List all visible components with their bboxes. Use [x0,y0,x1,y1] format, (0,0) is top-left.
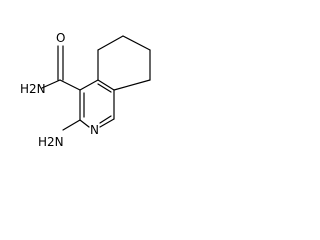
structure-canvas: O H2N H2N N [0,0,199,155]
ring-nitrogen-label: N [90,123,99,137]
bond-c5-c6 [97,35,124,51]
bond-c8-c8a [113,79,151,91]
bond-c6-c7 [122,35,151,51]
bond-c4-c4a [79,79,99,91]
amide-nitrogen-label: H2N [20,82,46,96]
bond-c4a-c8a-inner [97,83,112,93]
carbonyl-oxygen-label: O [56,31,65,45]
bond-c1-n2-outer [99,118,115,128]
bond-n2-c3 [79,119,90,128]
bond-c4a-c8a-outer [97,79,115,91]
bond-carbonyl-n [41,79,61,89]
bond-c3-amino [62,119,81,131]
bond-c1-n2-inner [99,115,112,124]
bond-c4-carbonyl [59,79,81,91]
molecule-structure-drawing: O H2N H2N N [20,31,151,149]
amino-nitrogen-label: H2N [38,135,64,149]
